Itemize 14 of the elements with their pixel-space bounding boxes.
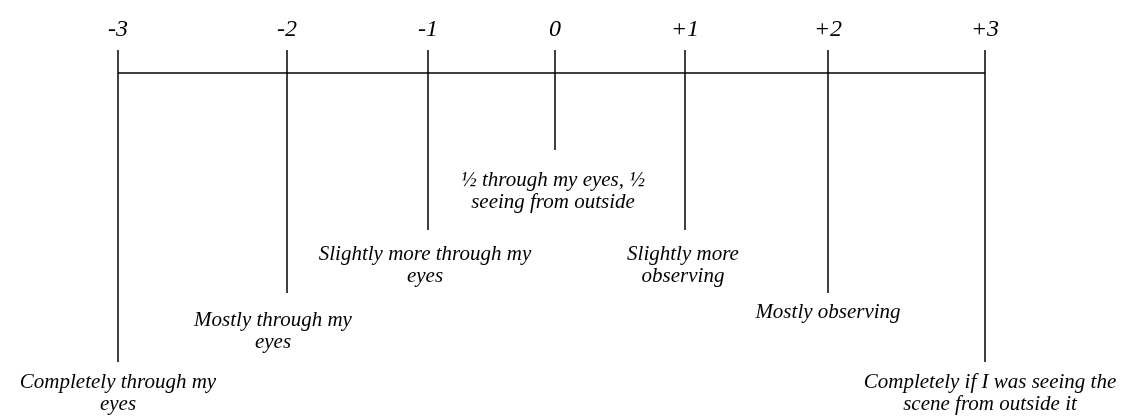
scale-number: 0 — [548, 14, 562, 42]
description-text: Slightly more through my eyes — [317, 242, 533, 286]
description-text: Mostly through my eyes — [193, 308, 353, 352]
description-text: Mostly observing — [754, 300, 902, 322]
scale-number: +2 — [812, 14, 844, 42]
scale-number: +1 — [669, 14, 701, 42]
scale-number: -1 — [417, 14, 439, 42]
description-text: Completely if I was seeing the scene from outside it — [862, 370, 1118, 414]
scale-number: -2 — [276, 14, 298, 42]
description-text: Completely through my eyes — [18, 370, 218, 414]
scale-number: +3 — [969, 14, 1001, 42]
scale-number: -3 — [107, 14, 129, 42]
description-text: Slightly more observing — [626, 242, 740, 286]
description-text: ½ through my eyes, ½ seeing from outside — [459, 168, 647, 212]
